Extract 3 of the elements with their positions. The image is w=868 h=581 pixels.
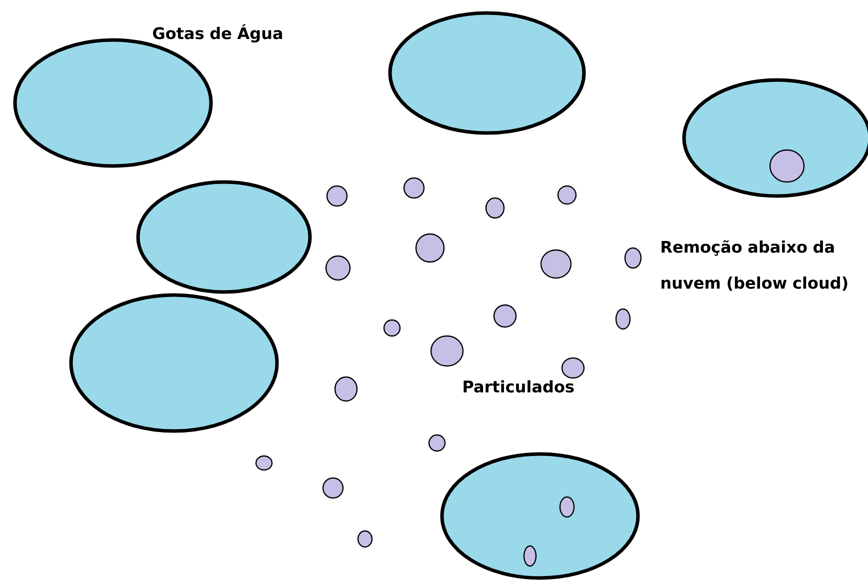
label: Gotas de Água	[153, 24, 282, 42]
label: Remoção abaixo da nuvem (below cloud)	[662, 240, 848, 291]
label: Particulados	[464, 380, 574, 393]
